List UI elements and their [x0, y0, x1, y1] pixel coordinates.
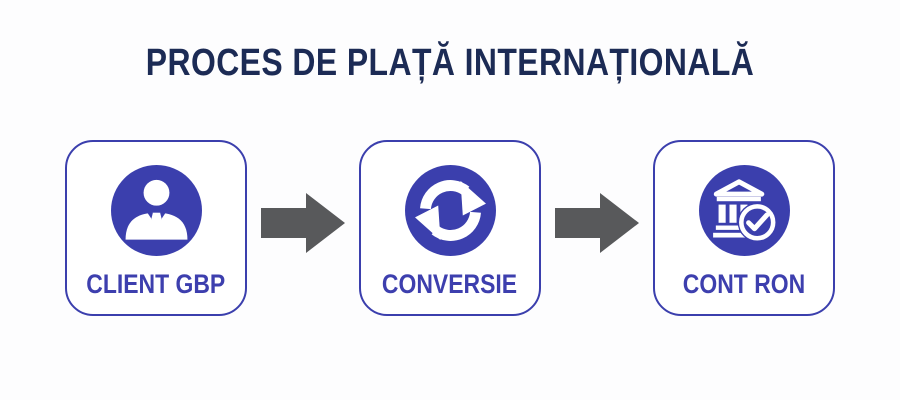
arrow-right-icon: [555, 193, 639, 253]
person-icon: [110, 165, 202, 256]
step-label-conversie: CONVERSIE: [382, 269, 518, 299]
bank-check-icon: [698, 165, 790, 256]
arrow-right-icon: [261, 193, 345, 253]
currency-exchange-icon: [404, 165, 496, 256]
page-title: PROCES DE PLAȚĂ INTERNAȚIONALĂ: [145, 42, 755, 84]
step-box-cont-ron: CONT RON: [653, 140, 835, 316]
step-box-conversie: CONVERSIE: [359, 140, 541, 316]
step-label-cont-ron: CONT RON: [682, 269, 806, 299]
process-flow: CLIENT GBP: [0, 140, 900, 316]
step-box-client-gbp: CLIENT GBP: [65, 140, 247, 316]
step-label-client-gbp: CLIENT GBP: [86, 269, 226, 299]
